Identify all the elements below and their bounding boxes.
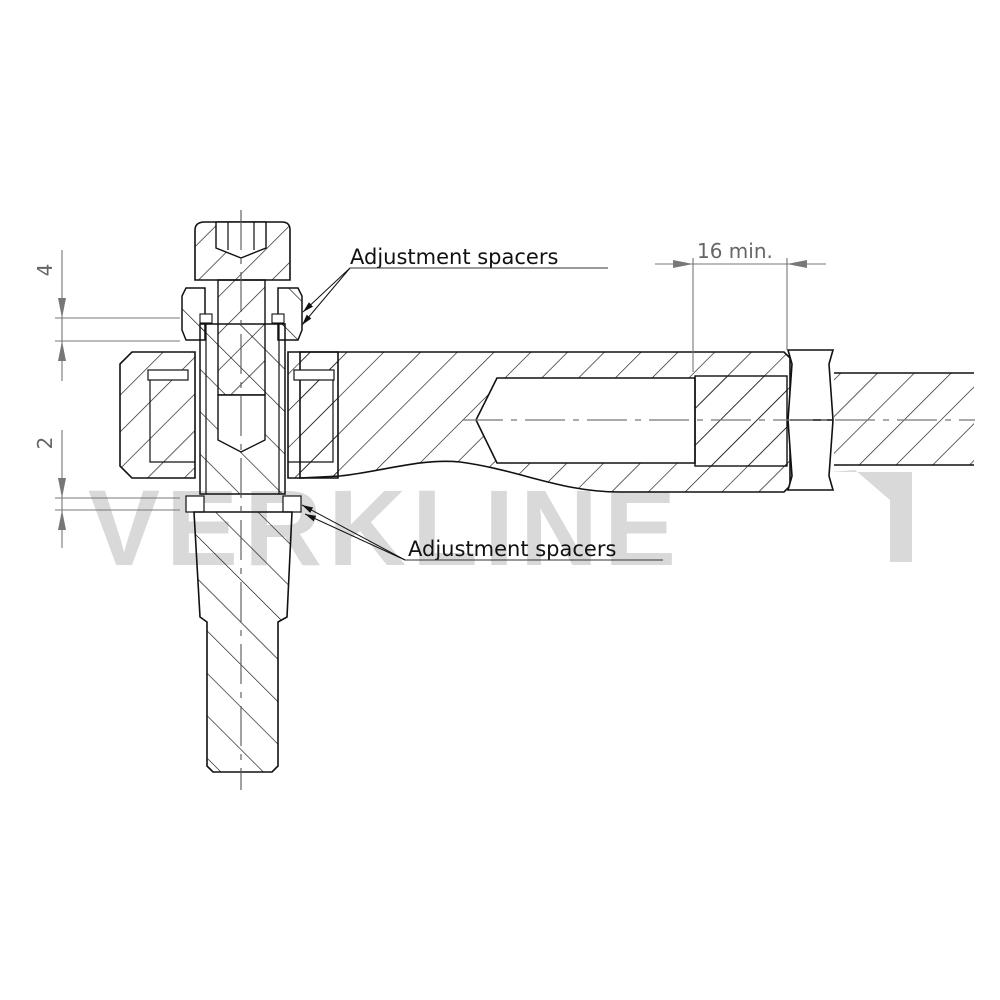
lower-callout: Adjustment spacers (301, 504, 663, 561)
upper-spacer-left (199, 313, 213, 324)
tapered-shank (193, 511, 293, 773)
lower-spacers (185, 495, 302, 513)
svg-text:Adjustment spacers: Adjustment spacers (408, 537, 616, 561)
dimension-lower: 2 (33, 430, 180, 548)
upper-spacer-right (271, 313, 285, 324)
arm-body (299, 351, 791, 493)
dimension-upper: 4 (33, 250, 180, 381)
bolt-head (194, 221, 291, 281)
upper-callout: Adjustment spacers (301, 245, 608, 326)
svg-text:Adjustment spacers: Adjustment spacers (350, 245, 558, 269)
svg-text:2: 2 (33, 437, 57, 450)
dimension-top: 16 min. (655, 239, 826, 372)
vertical-shaft (199, 279, 286, 495)
lower-spacer-left (185, 495, 205, 513)
lower-spacer-right (282, 495, 302, 513)
housing (119, 351, 339, 479)
svg-text:16 min.: 16 min. (697, 239, 773, 263)
svg-text:4: 4 (33, 264, 57, 277)
threaded-rod (834, 372, 974, 466)
